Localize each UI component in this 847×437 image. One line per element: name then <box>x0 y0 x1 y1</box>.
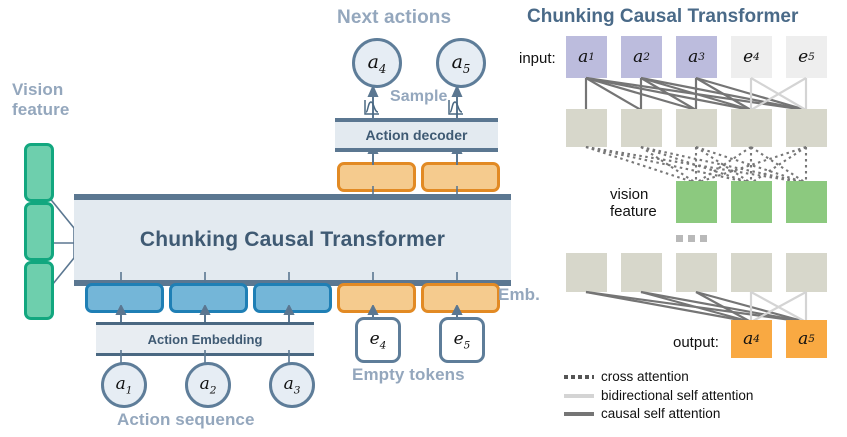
action-decoder-block: Action decoder <box>335 118 498 152</box>
vision-feature-bar-2 <box>24 202 54 261</box>
vision-feature-label-left: Vision feature <box>12 80 122 120</box>
right-vision-feature-label: vision feature <box>610 186 680 220</box>
vision-feature-bar-3 <box>24 261 54 320</box>
action-embedding-token-3 <box>253 283 332 313</box>
dotted-line-icon <box>564 374 594 379</box>
vision-feature-label-line2: feature <box>12 100 70 119</box>
right-hidden1-cell-2 <box>621 109 662 147</box>
action-embedding-token-1 <box>85 283 164 313</box>
emb-label: Emb. <box>498 285 540 304</box>
action-token-a3-label: a3 <box>283 373 301 397</box>
chunking-causal-transformer-label: Chunking Causal Transformer <box>139 228 446 251</box>
action-token-a1-label: a1 <box>115 373 133 397</box>
decoder-input-token-2 <box>421 162 500 192</box>
action-token-a2: a2 <box>185 362 231 408</box>
right-vision-feature-line1: vision <box>610 186 649 203</box>
next-action-a4: a4 <box>352 38 402 88</box>
right-hidden1-cell-4 <box>731 109 772 147</box>
action-decoder-label: Action decoder <box>365 127 468 143</box>
empty-tokens-label: Empty tokens <box>352 365 465 384</box>
ellipsis-dot-3 <box>700 235 707 242</box>
right-hidden1-cell-1 <box>566 109 607 147</box>
right-ellipsis-dots <box>676 235 707 242</box>
empty-token-e5: e5 <box>439 317 485 363</box>
ellipsis-dot-1 <box>676 235 683 242</box>
attention-legend: cross attention bidirectional self atten… <box>564 369 834 421</box>
next-action-a4-label: a4 <box>367 50 387 76</box>
legend-item-bidirectional-self-attention: bidirectional self attention <box>564 388 834 403</box>
right-hidden2-cell-1 <box>566 253 607 292</box>
action-token-a2-label: a2 <box>199 373 217 397</box>
transformer-top-stubs <box>372 186 458 198</box>
input-row-label: input: <box>519 50 556 67</box>
ellipsis-dot-2 <box>688 235 695 242</box>
empty-token-e4: e4 <box>355 317 401 363</box>
attention-input-to-hidden <box>584 76 808 112</box>
right-hidden1-cell-5 <box>786 109 827 147</box>
output-row-label: output: <box>673 334 719 351</box>
vision-feature-label-line1: Vision <box>12 80 64 99</box>
action-token-a3: a3 <box>269 362 315 408</box>
empty-token-e4-label: e4 <box>369 328 387 352</box>
action-token-a1: a1 <box>101 362 147 408</box>
legend-item-causal-self-attention: causal self attention <box>564 406 834 421</box>
right-hidden2-cell-3 <box>676 253 717 292</box>
legend-item-cross-attention: cross attention <box>564 369 834 384</box>
legend-label-causal-self-attention: causal self attention <box>601 406 721 421</box>
next-action-a5: a5 <box>436 38 486 88</box>
action-circle-stubs <box>120 350 290 364</box>
attention-cross-vision <box>585 145 808 185</box>
next-action-a5-label: a5 <box>451 50 471 76</box>
right-vision-cell-3 <box>786 181 827 223</box>
light-line-icon <box>564 393 594 398</box>
action-sequence-label: Action sequence <box>117 410 255 429</box>
action-embedding-label: Action Embedding <box>147 331 263 347</box>
right-hidden2-cell-5 <box>786 253 827 292</box>
right-panel-title: Chunking Causal Transformer <box>527 6 799 27</box>
dark-line-icon <box>564 411 594 416</box>
attention-hidden-to-output <box>585 290 808 324</box>
sample-arrows <box>364 84 463 118</box>
right-vision-cell-2 <box>731 181 772 223</box>
right-vision-feature-line2: feature <box>610 203 657 220</box>
right-hidden1-cell-3 <box>676 109 717 147</box>
next-actions-label: Next actions <box>337 7 452 28</box>
legend-label-bidirectional-self-attention: bidirectional self attention <box>601 388 754 403</box>
legend-label-cross-attention: cross attention <box>601 369 689 384</box>
right-hidden2-cell-4 <box>731 253 772 292</box>
right-vision-cell-1 <box>676 181 717 223</box>
decoder-input-token-1 <box>337 162 416 192</box>
sample-label: Sample <box>390 88 448 105</box>
vision-feature-bar-1 <box>24 143 54 202</box>
empty-token-e5-label: e5 <box>453 328 471 352</box>
right-hidden2-cell-2 <box>621 253 662 292</box>
